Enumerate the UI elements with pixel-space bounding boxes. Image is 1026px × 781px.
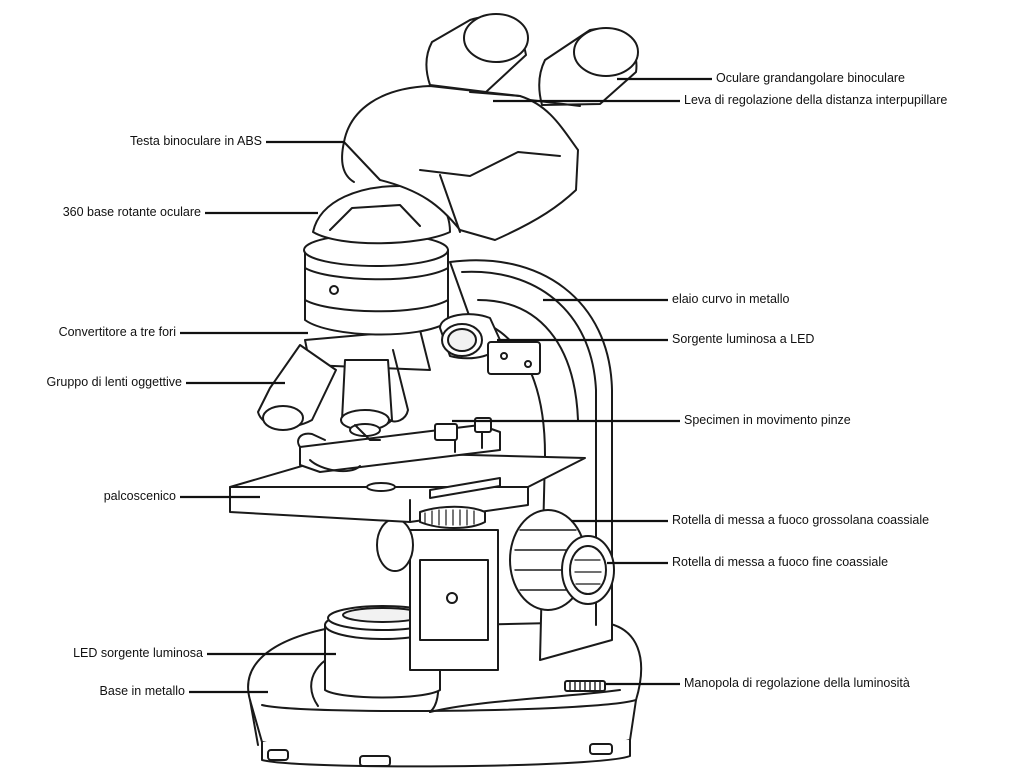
label-testa: Testa binoculare in ABS	[130, 134, 262, 149]
label-fine: Rotella di messa a fuoco fine coassiale	[672, 555, 888, 570]
label-telaio: elaio curvo in metallo	[672, 292, 789, 307]
fine-focus-knob	[562, 536, 614, 604]
label-sorgente-led: Sorgente luminosa a LED	[672, 332, 814, 347]
label-grossolana: Rotella di messa a fuoco grossolana coas…	[672, 513, 929, 528]
label-base-metallo: Base in metallo	[100, 684, 185, 699]
label-oculare: Oculare grandangolare binoculare	[716, 71, 905, 86]
objective-lenses	[258, 330, 430, 440]
nosepiece-body	[304, 234, 448, 335]
label-palcoscenico: palcoscenico	[104, 489, 176, 504]
label-convertitore: Convertitore a tre fori	[59, 325, 176, 340]
label-pinze: Specimen in movimento pinze	[684, 413, 851, 428]
label-led-base: LED sorgente luminosa	[73, 646, 203, 661]
label-manopola: Manopola di regolazione della luminosità	[684, 676, 910, 691]
label-leva: Leva di regolazione della distanza inter…	[684, 93, 947, 108]
focus-block	[410, 530, 498, 670]
label-gruppo-lenti: Gruppo di lenti oggettive	[46, 375, 182, 390]
label-base360: 360 base rotante oculare	[63, 205, 201, 220]
brightness-knob	[565, 681, 605, 691]
